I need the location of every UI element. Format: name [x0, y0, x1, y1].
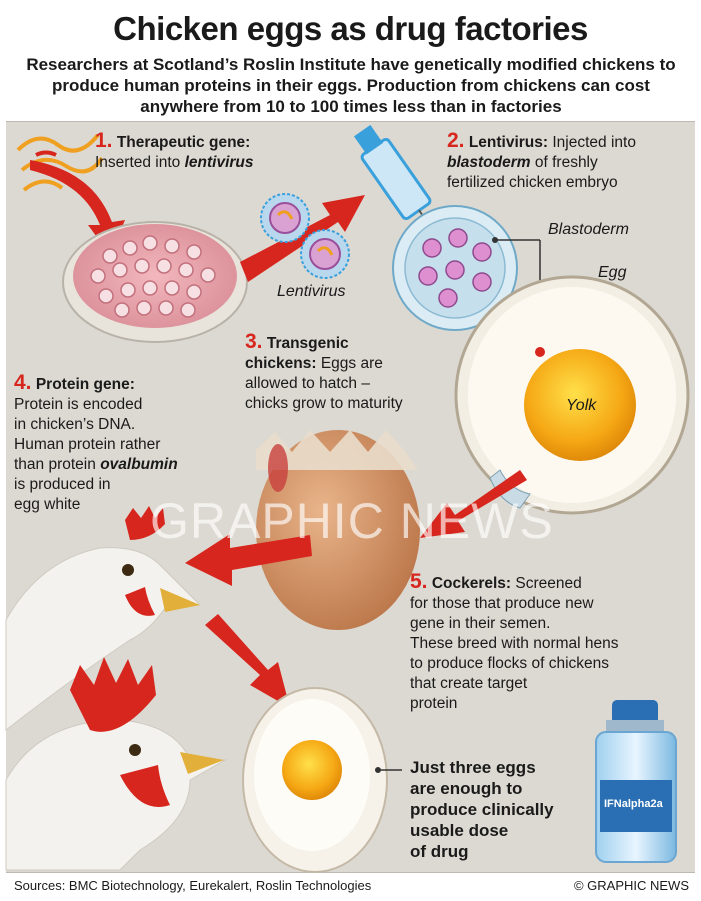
blastoderm-icon [392, 205, 518, 331]
hatching-egg-icon [256, 430, 420, 630]
drug-vial-icon [595, 700, 677, 863]
egg-cross-section-icon [454, 275, 690, 515]
step-3-title-2: chickens: [245, 355, 317, 372]
dose-callout: Just three eggs are enough to produce cl… [410, 757, 600, 862]
step-4-text-1: Protein is encoded [14, 396, 143, 413]
step-4-text-3: Human protein rather [14, 436, 161, 453]
arrow-hatch-to-hen-icon [185, 534, 312, 586]
dose-callout-line-5: of drug [410, 842, 469, 861]
step-5-title: Cockerels: [431, 575, 512, 592]
step-3-title: Transgenic [266, 335, 349, 352]
page-subtitle: Researchers at Scotland’s Roslin Institu… [26, 55, 676, 116]
step-3-text-1: Eggs are [316, 355, 383, 372]
hen-icon [5, 506, 202, 732]
step-2-emphasis: blastoderm [447, 154, 531, 171]
step-5-text-5: to produce flocks of chickens [410, 655, 610, 672]
step-1-text: Inserted into [95, 154, 185, 171]
lentivirus-icon [260, 193, 350, 279]
step-4-title: Protein gene: [35, 376, 135, 393]
step-1-number: 1. [95, 129, 113, 152]
step-4: 4. Protein gene: Protein is encoded in c… [14, 371, 178, 515]
step-3-number: 3. [245, 330, 263, 353]
dose-callout-line-2: are enough to [410, 779, 523, 798]
step-2-title: Lentivirus: [468, 134, 549, 151]
step-3-text-3: chicks grow to maturity [245, 395, 403, 412]
vial-label: IFNalpha2a [604, 798, 663, 810]
step-1: 1. Therapeutic gene: Inserted into lenti… [95, 129, 254, 173]
step-5-text-4: These breed with normal hens [410, 635, 619, 652]
step-1-emphasis: lentivirus [184, 154, 254, 171]
step-1-title: Therapeutic gene: [116, 134, 251, 151]
step-5: 5. Cockerels: Screened for those that pr… [410, 570, 619, 714]
step-4-number: 4. [14, 371, 32, 394]
step-4-text-5: is produced in [14, 476, 111, 493]
step-2-text-1: Injected into [548, 134, 636, 151]
arrow-gene-to-dish-icon [30, 160, 125, 255]
cockerel-icon [5, 657, 227, 871]
step-2-number: 2. [447, 129, 465, 152]
dose-callout-line-1: Just three eggs [410, 758, 536, 777]
dose-callout-line-4: usable dose [410, 821, 509, 840]
yolk-label: Yolk [566, 397, 597, 414]
step-5-text-3: gene in their semen. [410, 615, 551, 632]
step-3-text-2: allowed to hatch – [245, 375, 370, 392]
lentivirus-label: Lentivirus [277, 283, 346, 300]
egg-label: Egg [598, 264, 627, 281]
step-5-text-6: that create target [410, 675, 528, 692]
step-5-text-2: for those that produce new [410, 595, 594, 612]
watermark: GRAPHIC NEWS [150, 493, 554, 549]
step-5-text-7: protein [410, 695, 458, 712]
arrow-egg-to-hatch-icon [420, 470, 527, 538]
step-2-text-3: fertilized chicken embryo [447, 174, 618, 191]
step-3: 3. Transgenic chickens: Eggs are allowed… [245, 330, 403, 414]
step-4-emphasis: ovalbumin [100, 456, 178, 473]
step-4-text-2: in chicken’s DNA. [14, 416, 136, 433]
step-4-text-4: than protein [14, 456, 101, 473]
step-4-text-6: egg white [14, 496, 81, 513]
copyright-footer: © GRAPHIC NEWS [573, 878, 689, 893]
sources-footer: Sources: BMC Biotechnology, Eurekalert, … [14, 878, 372, 893]
step-5-number: 5. [410, 570, 428, 593]
step-2: 2. Lentivirus: Injected into blastoderm … [447, 129, 636, 193]
blastoderm-label: Blastoderm [548, 221, 629, 238]
arrow-hen-to-egg-icon [205, 614, 290, 708]
step-5-text-1: Screened [511, 575, 582, 592]
arrow-dish-to-syringe-icon [240, 195, 365, 282]
opened-egg-icon [242, 687, 388, 873]
step-2-text-2: of freshly [530, 154, 598, 171]
petri-dish-icon [62, 221, 248, 343]
page-title: Chicken eggs as drug factories [113, 10, 588, 47]
dose-callout-line-3: produce clinically [410, 800, 554, 819]
syringe-icon [353, 124, 437, 237]
